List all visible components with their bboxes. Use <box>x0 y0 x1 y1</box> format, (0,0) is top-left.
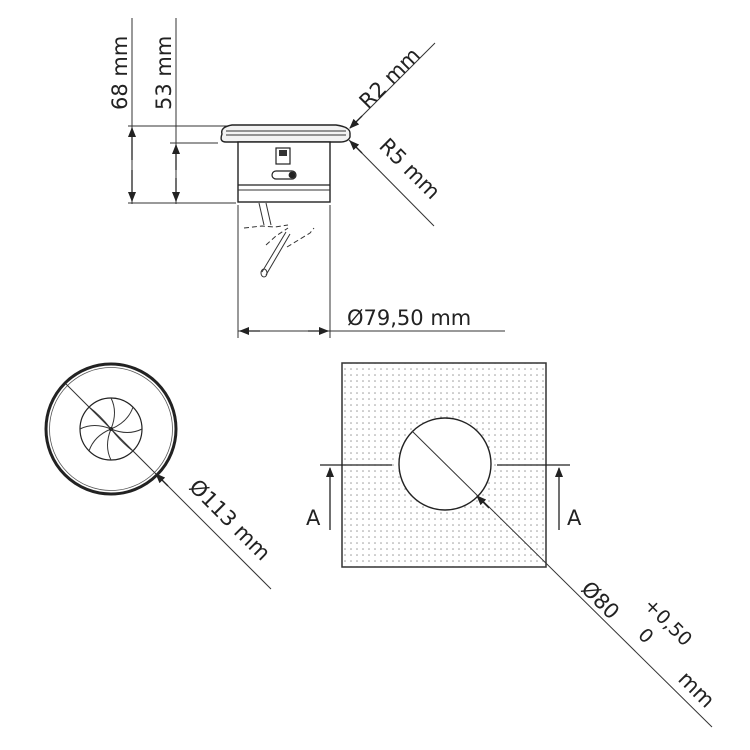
diameter-leader <box>65 383 272 590</box>
radius-top-label: R2 mm <box>355 43 425 113</box>
section-label-left: A <box>306 506 321 530</box>
tolerance-lower: 0 <box>633 624 657 648</box>
arrow-icon <box>476 495 490 509</box>
top-view: Ø113 mm <box>44 362 275 590</box>
outer-diameter-label: Ø113 mm <box>184 475 275 566</box>
height-body-label: 53 mm <box>152 36 176 110</box>
hole-diameter-leader <box>411 430 713 728</box>
lid <box>220 124 351 143</box>
height-total-label: 68 mm <box>108 36 132 110</box>
cutout-view: A A Ø80 +0,50 0 mm <box>306 362 719 728</box>
cable <box>261 231 291 276</box>
body-diameter-label: Ø79,50 mm <box>347 306 471 330</box>
arrow-icon <box>155 473 169 487</box>
tolerance-upper: +0,50 <box>639 594 696 651</box>
hole-diameter-label: Ø80 <box>576 577 624 625</box>
arrow-icon <box>349 115 363 129</box>
unit-label: mm <box>673 667 719 713</box>
side-view: 68 mm 53 mm Ø79,50 mm R2 mm <box>108 18 505 338</box>
radius-bottom-label: R5 mm <box>374 134 444 204</box>
arrow-icon <box>349 140 363 154</box>
section-label-right: A <box>567 506 582 530</box>
